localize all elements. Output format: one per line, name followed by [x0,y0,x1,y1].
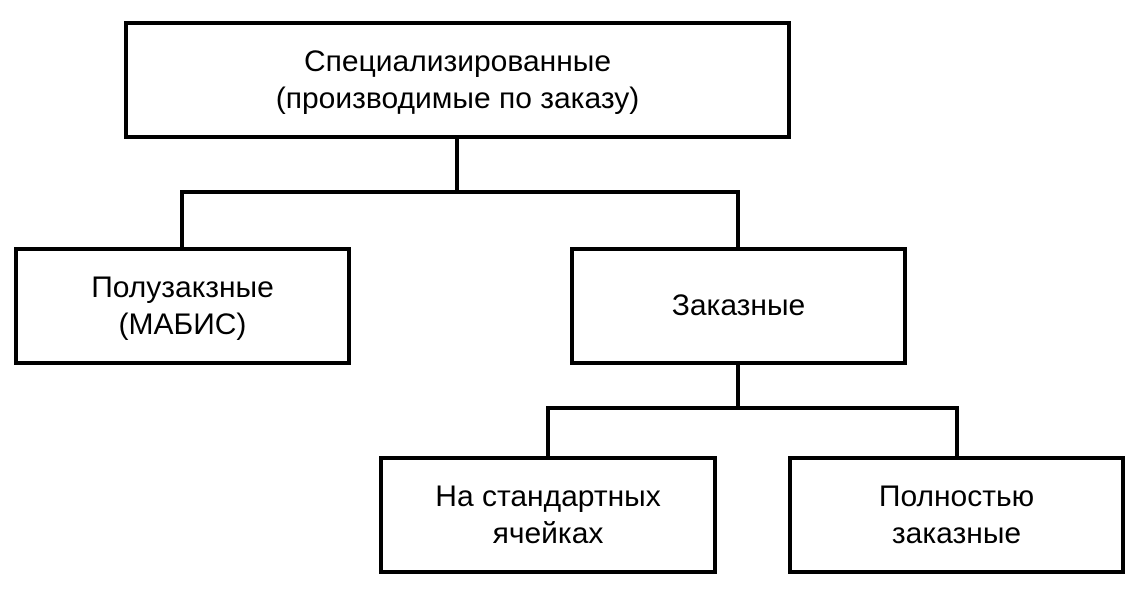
node-custom: Заказные [570,247,907,365]
node-semi-custom-label: Полузакзные (МАБИС) [91,269,274,344]
node-standard-cells-label: На стандартных ячейках [435,478,660,553]
node-semi-custom-line-1: Полузакзные [91,270,274,304]
node-semi-custom: Полузакзные (МАБИС) [14,247,351,365]
node-custom-label: Заказные [672,287,806,325]
node-full-custom-label: Полностью заказные [879,478,1034,553]
node-specialized: Специализированные (производимые по зака… [124,21,791,139]
node-semi-custom-line-2: (МАБИС) [118,308,247,341]
node-full-custom-line-1: Полностью [878,479,1035,513]
node-specialized-line-1: Специализированные [303,44,612,78]
node-full-custom-line-2: заказные [891,517,1022,550]
node-standard-cells-line-2: ячейках [492,517,604,550]
node-standard-cells: На стандартных ячейках [379,456,717,574]
node-standard-cells-line-1: На стандартных [435,479,661,513]
node-specialized-label: Специализированные (производимые по зака… [276,43,639,118]
node-full-custom: Полностью заказные [788,456,1125,574]
node-specialized-line-2: (производимые по заказу) [275,82,640,115]
node-custom-line-1: Заказные [671,289,806,323]
